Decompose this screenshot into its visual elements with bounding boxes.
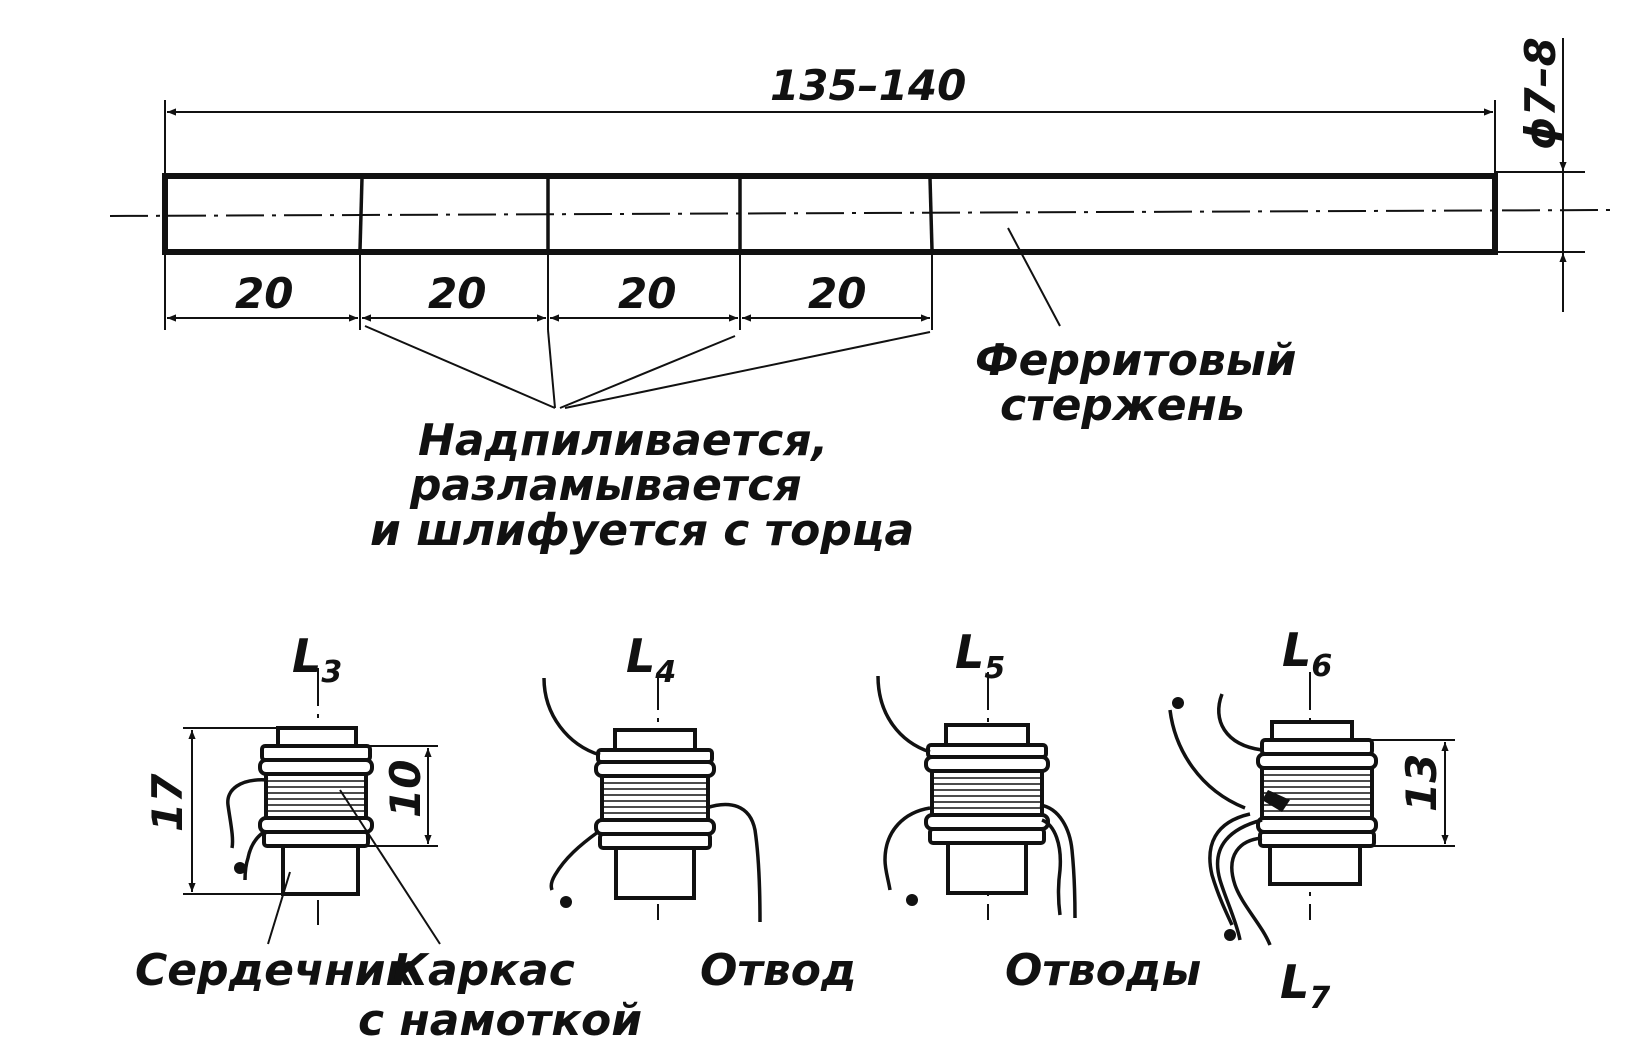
coil-l5-top-lead <box>876 675 931 754</box>
process-leader-4 <box>564 331 931 409</box>
coil-l3-bottom-flange <box>262 830 370 848</box>
coil-l3-height-label: 17 <box>143 773 192 832</box>
coil-l5-ring-bottom <box>924 813 1050 831</box>
coil-l6-label: L6 <box>1282 623 1332 684</box>
coil-l6-top-cap <box>1270 720 1354 742</box>
coil-l3-winding-lines <box>266 780 366 812</box>
coil-l7-label: L7 <box>1280 955 1330 1016</box>
segment-label-3: 20 <box>618 269 676 318</box>
frame-label-line-2: с намоткой <box>358 995 642 1046</box>
segment-label-1: 20 <box>235 269 293 318</box>
coil-l5-label: L5 <box>955 625 1005 686</box>
coil-l3-ring-top <box>258 758 374 776</box>
coil-l5-core <box>946 841 1028 895</box>
coil-l6-height-label: 13 <box>1397 754 1446 812</box>
coil-l6-ring-top <box>1256 752 1378 770</box>
coil-l7-lead-1 <box>1215 818 1263 941</box>
coil-l7-lead-2 <box>1230 836 1272 946</box>
coil-l6-top-lead <box>1217 693 1263 752</box>
coil-l4-tap-lead <box>705 802 762 923</box>
coil-l3-lead-wire-2 <box>243 830 266 881</box>
coil-l3-lead-wire <box>226 778 269 849</box>
process-note-line-2: разламывается <box>409 460 802 511</box>
coil-l4-ring-top <box>594 760 716 778</box>
coil-l4-bottom-flange <box>598 832 712 850</box>
segment-label-2: 20 <box>428 269 486 318</box>
ferrite-label-line-1: Ферритовый <box>975 335 1297 386</box>
coil-l6-lead-dot-top <box>1172 697 1184 709</box>
ferrite-rod-view: 135–140 ϕ7–8 20 20 20 20 Н <box>109 37 1611 556</box>
process-leader-3 <box>559 335 736 409</box>
coil-l4-bottom-lead <box>549 830 600 891</box>
coil-l6-bottom-lead <box>1208 812 1251 926</box>
ferrite-leader <box>1007 227 1061 327</box>
coil-l3-top-flange <box>260 744 372 762</box>
coil-l6-top-flange <box>1260 738 1374 756</box>
break-line-4 <box>928 177 934 251</box>
frame-leader <box>339 789 441 945</box>
overall-length-label: 135–140 <box>770 61 966 110</box>
coil-l5: L5 <box>876 625 1077 920</box>
coil-l5-tap-lead-2 <box>1041 818 1063 916</box>
tap-label: Отвод <box>700 945 857 996</box>
core-label: Сердечник <box>135 945 416 996</box>
core-leader <box>267 871 291 945</box>
coil-l5-bottom-lead <box>883 806 931 891</box>
coil-l4-ring-bottom <box>594 818 716 836</box>
coil-l4-label: L4 <box>626 629 676 690</box>
process-note-line-1: Надпиливается, <box>418 415 828 466</box>
coil-l5-lead-dot <box>906 894 918 906</box>
coil-l3-lead-dot <box>234 862 246 874</box>
coil-l6-bottom-flange <box>1258 830 1376 848</box>
coil-l6-outer-lead <box>1168 709 1246 810</box>
coil-l6-ring-bottom <box>1256 816 1378 834</box>
coil-l3-label: L3 <box>292 629 342 690</box>
coil-l3: 17 10 L3 <box>143 629 441 945</box>
coil-l5-tap-lead-1 <box>1039 803 1077 919</box>
coil-l7-lead-dot <box>1224 929 1236 941</box>
coil-l6-bottom-base <box>1268 844 1362 886</box>
coil-l5-bottom-flange <box>928 827 1046 845</box>
process-leader-2 <box>547 329 556 409</box>
coil-l4-core <box>614 846 696 900</box>
coil-l5-top-cap <box>944 723 1030 747</box>
coil-l5-winding-lines <box>932 777 1042 809</box>
ferrite-rod <box>162 173 1498 255</box>
coil-l4-winding-lines <box>602 782 708 814</box>
coil-l3-core <box>281 844 360 896</box>
coil-l3-top-cap <box>276 726 358 748</box>
segment-label-4: 20 <box>808 269 866 318</box>
ferrite-label-line-2: стержень <box>1000 380 1245 431</box>
coil-l4-top-lead <box>542 677 601 757</box>
diameter-label: ϕ7–8 <box>1516 37 1565 150</box>
frame-label-line-1: Каркас <box>392 945 575 996</box>
coil-l5-ring-top <box>924 755 1050 773</box>
break-line-1 <box>358 177 364 251</box>
coil-l3-winding-label: 10 <box>381 760 430 818</box>
rod-center-axis <box>109 209 1611 217</box>
coil-l6: 13 L6 L7 <box>1168 623 1455 1016</box>
taps-label: Отводы <box>1005 945 1201 996</box>
process-leader-1 <box>364 325 556 409</box>
bottom-labels: Сердечник Каркас с намоткой Отвод Отводы <box>135 945 1201 1046</box>
process-note-line-3: и шлифуется с торца <box>370 505 914 556</box>
coil-l4-top-cap <box>613 728 697 752</box>
coil-l3-ring-bottom <box>258 816 374 834</box>
coil-l6-shading <box>1262 790 1290 812</box>
coil-l4-lead-dot <box>560 896 572 908</box>
coil-l4: L4 <box>542 629 762 923</box>
